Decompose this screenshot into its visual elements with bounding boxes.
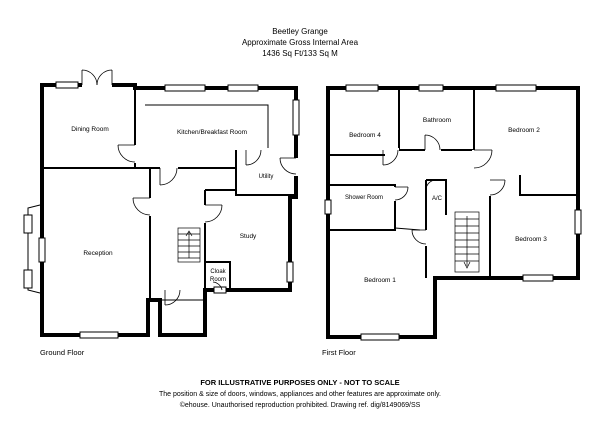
study-door	[204, 204, 223, 223]
disclaimer-text: The position & size of doors, windows, a…	[159, 391, 441, 398]
bedroom2-bottom-wall	[519, 175, 578, 196]
first-floor-plan: Bedroom 4 Bathroom Bedroom 2 Shower Room…	[322, 84, 582, 357]
bedroom3-window	[522, 274, 554, 282]
kitchen-window-left	[164, 84, 206, 92]
reception-window-bottom	[79, 331, 119, 339]
bedroom4-window	[345, 84, 379, 92]
bathroom-window	[418, 84, 444, 92]
kitchen-window-right	[227, 84, 259, 92]
bay-window-centre	[38, 237, 46, 263]
bay-window	[27, 204, 41, 294]
room-label-cloak-1: Cloak	[210, 269, 226, 275]
ground-floor-outer-wall	[40, 83, 298, 337]
dining-window	[55, 81, 79, 89]
room-label-bathroom: Bathroom	[423, 117, 451, 124]
ground-floor-staircase	[177, 227, 201, 263]
room-label-bedroom1: Bedroom 1	[364, 277, 396, 284]
utility-door	[245, 149, 262, 166]
cloak-door	[212, 281, 223, 291]
bedroom1-window	[360, 333, 400, 341]
kitchen-window-side	[292, 99, 300, 136]
bay-window-pane-upper	[23, 214, 33, 234]
room-label-reception: Reception	[83, 250, 113, 257]
room-label-ac: A/C	[432, 196, 443, 202]
dining-door	[117, 144, 136, 163]
ground-floor-plan: Dining Room Kitchen/Breakfast Room Utili…	[23, 69, 300, 357]
kitchen-counter	[145, 104, 269, 148]
french-door-right	[96, 69, 113, 86]
bedroom2-window	[495, 84, 537, 92]
shower-room-window	[324, 199, 332, 215]
bedroom4-door	[382, 149, 399, 166]
first-floor-staircase	[454, 211, 480, 273]
bedroom3-door	[489, 179, 506, 196]
bedroom3-window-side	[574, 209, 582, 235]
room-label-bedroom2: Bedroom 2	[508, 127, 540, 134]
room-label-shower: Shower Room	[345, 195, 383, 201]
study-window	[286, 261, 294, 283]
disclaimer-heading: FOR ILLUSTRATIVE PURPOSES ONLY - NOT TO …	[200, 378, 399, 387]
first-floor-outer-wall	[326, 86, 580, 339]
shower-room-walls	[328, 184, 396, 231]
bathroom-door	[424, 134, 441, 151]
bedroom2-door	[473, 149, 493, 169]
bedroom1-door	[411, 229, 427, 245]
room-label-cloak-2: Room	[210, 277, 226, 283]
bay-window-pane-lower	[23, 269, 33, 289]
shower-room-door	[394, 186, 409, 201]
first-floor-label: First Floor	[322, 348, 356, 357]
reception-door	[132, 197, 151, 216]
room-label-dining: Dining Room	[71, 126, 109, 133]
area-value: 1436 Sq Ft/133 Sq M	[262, 49, 338, 58]
cloak-room-wall	[205, 261, 231, 290]
copyright-text: ©ehouse. Unauthorised reproduction prohi…	[180, 401, 421, 409]
room-label-bedroom4: Bedroom 4	[349, 132, 381, 139]
area-caption: Approximate Gross Internal Area	[242, 38, 359, 47]
room-label-kitchen: Kitchen/Breakfast Room	[177, 129, 247, 136]
ac-cupboard-wall	[426, 179, 447, 215]
ac-door	[425, 179, 437, 191]
ground-floor-label: Ground Floor	[40, 348, 85, 357]
room-label-utility: Utility	[259, 174, 274, 180]
utility-wall	[235, 150, 296, 196]
kitchen-door	[159, 167, 178, 186]
room-label-study: Study	[240, 233, 257, 240]
utility-external-door	[279, 157, 297, 175]
front-door	[164, 289, 181, 306]
room-label-bedroom3: Bedroom 3	[515, 236, 547, 243]
property-name: Beetley Grange	[272, 27, 328, 36]
cloak-window	[213, 286, 227, 294]
